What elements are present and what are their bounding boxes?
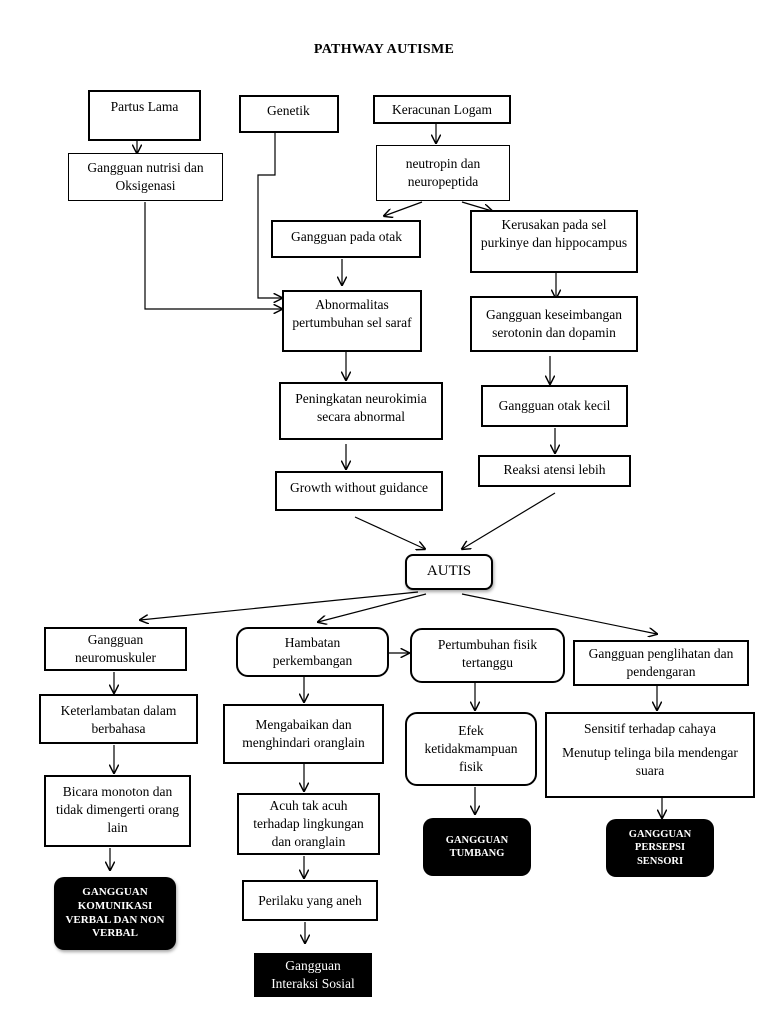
- arrow-neutropin-kerusakan: [461, 201, 492, 211]
- node-efek-fisik: Efek ketidakmampuan fisik: [405, 712, 537, 786]
- arrow-nutrisi-abnormalitas: [144, 202, 282, 309]
- node-abnormalitas: Abnormalitas pertumbuhan sel saraf: [282, 290, 422, 352]
- node-gangguan-otak: Gangguan pada otak: [271, 220, 421, 258]
- node-pertumbuhan-fisik: Pertumbuhan fisik tertanggu: [410, 628, 565, 683]
- node-partus-lama: Partus Lama: [88, 90, 201, 141]
- arrow-autis-hambatan: [318, 593, 427, 622]
- node-gangguan-interaksi: Gangguan Interaksi Sosial: [254, 953, 372, 997]
- node-gangguan-persepsi: GANGGUAN PERSEPSI SENSORI: [606, 819, 714, 877]
- arrow-autis-neuromuskuler: [140, 591, 419, 620]
- page-title: PATHWAY AUTISME: [313, 42, 455, 57]
- node-neutropin: neutropin dan neuropeptida: [376, 145, 510, 201]
- arrow-growth-autis: [354, 516, 425, 549]
- node-mengabaikan: Mengabaikan dan menghindari oranglain: [223, 704, 384, 764]
- node-gangguan-penglihatan: Gangguan penglihatan dan pendengaran: [573, 640, 749, 686]
- node-autis: AUTIS: [405, 554, 493, 590]
- menutup-telinga-text: Menutup telinga bila mendengar suara: [562, 744, 738, 778]
- node-gangguan-nutrisi: Gangguan nutrisi dan Oksigenasi: [68, 153, 223, 201]
- node-acuh: Acuh tak acuh terhadap lingkungan dan or…: [237, 793, 380, 855]
- node-gangguan-neuromuskuler: Gangguan neuromuskuler: [44, 627, 187, 671]
- node-gangguan-keseimbangan: Gangguan keseimbangan serotonin dan dopa…: [470, 296, 638, 352]
- arrow-autis-penglihatan: [461, 593, 657, 634]
- arrow-genetik-abnormalitas: [257, 133, 282, 298]
- node-keterlambatan-bahasa: Keterlambatan dalam berbahasa: [39, 694, 198, 744]
- node-keracunan-logam: Keracunan Logam: [373, 95, 511, 124]
- node-gangguan-otak-kecil: Gangguan otak kecil: [481, 385, 628, 427]
- arrow-reaksi-autis: [462, 492, 556, 549]
- node-hambatan-perkembangan: Hambatan perkembangan: [236, 627, 389, 677]
- node-perilaku-aneh: Perilaku yang aneh: [242, 880, 378, 921]
- node-peningkatan-neurokimia: Peningkatan neurokimia secara abnormal: [279, 382, 443, 440]
- node-gangguan-komunikasi: GANGGUAN KOMUNIKASI VERBAL DAN NON VERBA…: [54, 877, 176, 950]
- node-genetik: Genetik: [239, 95, 339, 133]
- node-reaksi-atensi: Reaksi atensi lebih: [478, 455, 631, 487]
- node-kerusakan-sel: Kerusakan pada sel purkinye dan hippocam…: [470, 210, 638, 273]
- node-sensitif-group: Sensitif terhadap cahaya Menutup telinga…: [545, 712, 755, 798]
- arrow-neutropin-otak: [384, 201, 423, 216]
- node-gangguan-tumbang: GANGGUAN TUMBANG: [423, 818, 531, 876]
- node-growth: Growth without guidance: [275, 471, 443, 511]
- sensitif-cahaya-text: Sensitif terhadap cahaya: [584, 721, 716, 736]
- node-bicara-monoton: Bicara monoton dan tidak dimengerti oran…: [44, 775, 191, 847]
